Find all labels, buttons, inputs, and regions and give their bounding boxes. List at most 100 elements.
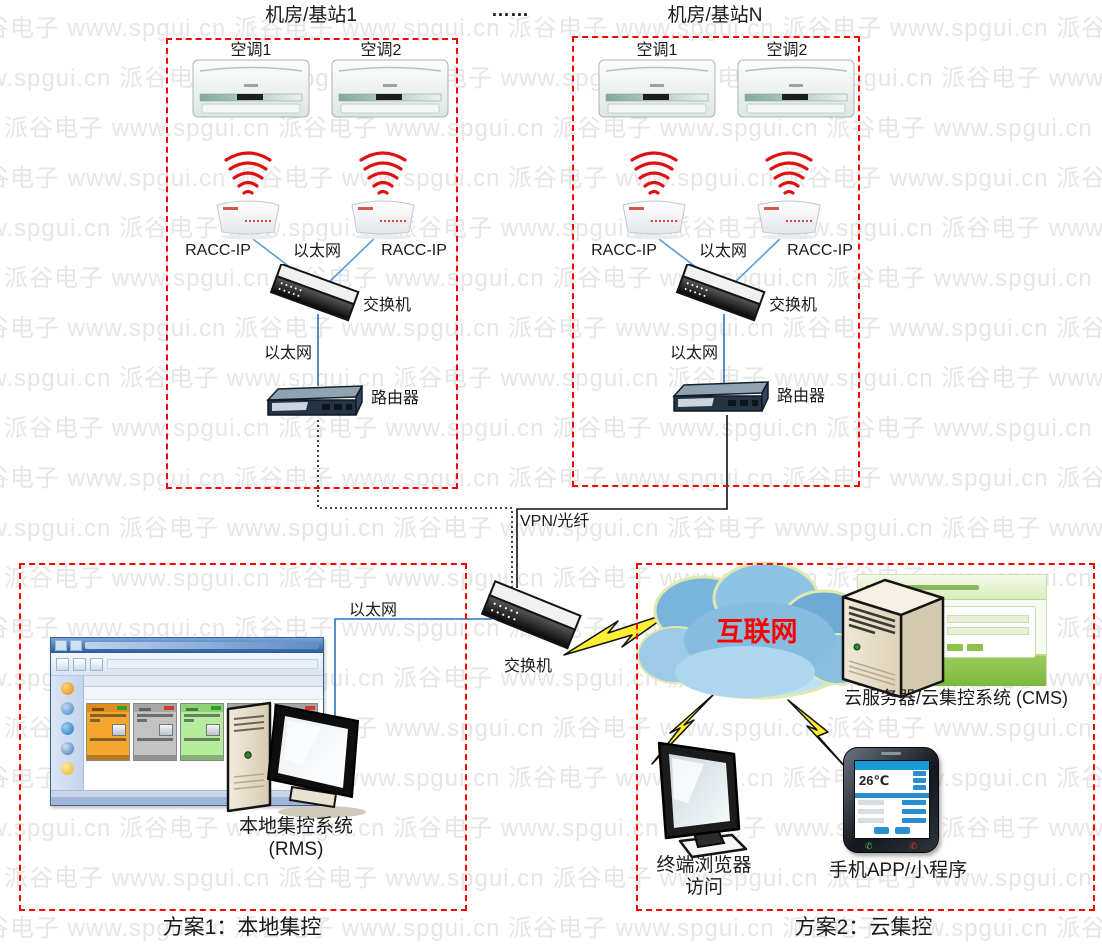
phone-speaker	[881, 752, 901, 755]
terminal-monitor	[657, 741, 748, 859]
room1-box	[166, 38, 458, 489]
rms-tab-strip	[84, 676, 323, 687]
webpage-reset-button	[967, 644, 983, 651]
rms-search-strip	[84, 687, 323, 700]
racc-ip-device	[757, 151, 821, 240]
phone-button	[913, 778, 926, 783]
phone-confirm-button	[874, 827, 889, 834]
sidebar-icon	[60, 742, 74, 755]
ethernet-line-rms	[334, 618, 492, 722]
device-card-gray	[133, 703, 177, 761]
sidebar-icon	[60, 762, 74, 775]
call-end-icon: ✆	[909, 841, 917, 851]
webpage-login-panel	[940, 606, 1036, 658]
watermark-text: 派谷电子 www.spgui.cn 派谷电子 www.spgui.cn 派谷电子…	[0, 115, 1093, 142]
ac2-label: 空调2	[766, 42, 808, 59]
toolbar-icon	[56, 657, 69, 671]
watermark-text: 派谷电子 www.spgui.cn 派谷电子 www.spgui.cn 派谷电子…	[0, 165, 1102, 192]
ac2-label: 空调2	[360, 42, 402, 59]
vpn-line-dotted	[317, 420, 513, 588]
phone-button	[913, 785, 926, 790]
rms-computer	[226, 701, 366, 818]
sidebar-icon	[60, 682, 74, 695]
air-conditioner	[598, 59, 716, 118]
watermark-text: 派谷电子 www.spgui.cn 派谷电子 www.spgui.cn 派谷电子…	[0, 515, 1102, 542]
rms-toolbar	[51, 653, 323, 676]
vpn-line-solid	[516, 415, 728, 588]
watermark-text: 派谷电子 www.spgui.cn 派谷电子 www.spgui.cn 派谷电子…	[0, 315, 1102, 342]
wifi-signal-icon	[630, 151, 678, 195]
switch-device	[269, 264, 360, 322]
phone-device-row	[858, 800, 926, 807]
switch-label: 交换机	[362, 297, 411, 314]
watermark-text: 派谷电子 www.spgui.cn 派谷电子 www.spgui.cn 派谷电子…	[0, 215, 1102, 242]
phone-cancel-button	[895, 827, 910, 834]
vpn-label: VPN/光纤	[520, 513, 590, 530]
switch-device	[675, 264, 766, 322]
ethernet-label: 以太网	[263, 345, 312, 362]
watermark-text: 派谷电子 www.spgui.cn 派谷电子 www.spgui.cn 派谷电子…	[0, 15, 1102, 42]
watermark-text: 派谷电子 www.spgui.cn 派谷电子 www.spgui.cn 派谷电子…	[0, 65, 1102, 92]
air-conditioner	[192, 59, 310, 118]
rms-title-bar	[51, 638, 323, 653]
terminal-label: 终端浏览器	[656, 855, 752, 876]
device-card-orange	[86, 703, 130, 761]
wifi-signal-icon	[765, 151, 813, 195]
router-device	[266, 385, 364, 416]
mobile-phone: 26℃ ✆✆	[843, 747, 939, 853]
rms-footer-strip	[51, 790, 323, 797]
ac1-label: 空调1	[230, 42, 272, 59]
webpage-login-button	[947, 644, 963, 651]
watermark-text: 派谷电子 www.spgui.cn 派谷电子 www.spgui.cn 派谷电子…	[0, 415, 1093, 442]
plan1-caption: 方案1：本地集控	[162, 916, 322, 939]
ethernet-label: 以太网	[698, 243, 747, 260]
roomN-title: 机房/基站N	[667, 5, 763, 26]
racc-ip-label: RACC-IP	[591, 242, 657, 259]
racc-ip-label: RACC-IP	[185, 242, 251, 259]
watermark-text: 派谷电子 www.spgui.cn 派谷电子 www.spgui.cn 派谷电子…	[0, 265, 1093, 292]
toolbar-icon	[90, 657, 103, 671]
wifi-signal-icon	[359, 151, 407, 195]
router-label: 路由器	[776, 388, 825, 405]
phone-tab-strip	[855, 793, 929, 798]
toolbar-icon	[73, 657, 86, 671]
internet-cloud	[637, 561, 872, 700]
switch-label: 交换机	[768, 297, 817, 314]
watermark-text: 派谷电子 www.spgui.cn 派谷电子 www.spgui.cn 派谷电子…	[0, 865, 1093, 892]
rms-sidebar	[51, 676, 84, 791]
plan2-caption: 方案2：云集控	[794, 916, 933, 939]
racc-ip-device	[622, 151, 686, 240]
terminal-label2: 访问	[684, 877, 723, 898]
rms-software-window	[50, 637, 324, 806]
router-device	[672, 381, 770, 412]
rms-system-label2: (RMS)	[268, 839, 324, 860]
sidebar-icon	[60, 722, 74, 735]
rms-satellite-icon	[70, 640, 82, 651]
ethernet-label: 以太网	[292, 243, 341, 260]
phone-device-row	[858, 818, 926, 825]
toolbar-filter-strip	[107, 659, 318, 669]
rms-title-text-strip	[85, 642, 319, 649]
cloud-server-tower	[841, 578, 945, 699]
roomN-box	[572, 36, 860, 487]
router-label: 路由器	[370, 390, 419, 407]
sidebar-icon	[60, 702, 74, 715]
rms-status-bar	[51, 797, 323, 805]
ethernet-label: 以太网	[348, 602, 397, 619]
racc-ip-label: RACC-IP	[381, 242, 447, 259]
rooms-ellipsis: ……	[491, 0, 529, 21]
racc-link-line	[729, 232, 787, 288]
ac1-label: 空调1	[636, 42, 678, 59]
wifi-signal-icon	[224, 151, 272, 195]
switch-device-central	[480, 580, 582, 650]
racc-ip-device	[216, 151, 280, 240]
phone-device-row	[858, 809, 926, 816]
plan2-box	[636, 563, 1095, 911]
rms-logo-icon	[55, 640, 67, 651]
call-accept-icon: ✆	[865, 841, 873, 851]
cloud-server-label: 云服务器/云集控系统 (CMS)	[844, 688, 1068, 708]
watermark-text: 派谷电子 www.spgui.cn 派谷电子 www.spgui.cn 派谷电子…	[0, 365, 1102, 392]
phone-button	[913, 771, 926, 776]
